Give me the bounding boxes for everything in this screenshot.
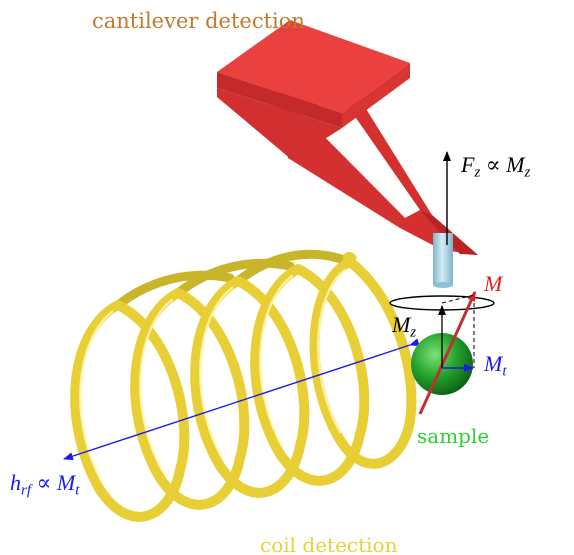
sample-label: sample xyxy=(417,424,490,448)
cantilever-chip-top xyxy=(217,20,410,113)
coil xyxy=(70,249,417,522)
m-vector xyxy=(418,291,477,415)
cantilever-detection-label: cantilever detection xyxy=(92,9,305,33)
force-label: Fz ∝ Mz xyxy=(461,152,531,181)
hrf-arrow xyxy=(63,338,420,460)
mz-label: Mz xyxy=(392,312,417,341)
m-label: M xyxy=(484,271,503,296)
cantilever-chip-side xyxy=(342,63,410,128)
cantilever-chip-front xyxy=(217,72,342,128)
mt-label: Mt xyxy=(484,351,507,380)
mz-dash-top xyxy=(441,294,475,304)
hrf-label: hrf ∝ Mt xyxy=(10,470,80,499)
cantilever xyxy=(217,20,478,255)
coil-detection-label: coil detection xyxy=(260,533,398,555)
cantilever-tip xyxy=(433,233,453,288)
